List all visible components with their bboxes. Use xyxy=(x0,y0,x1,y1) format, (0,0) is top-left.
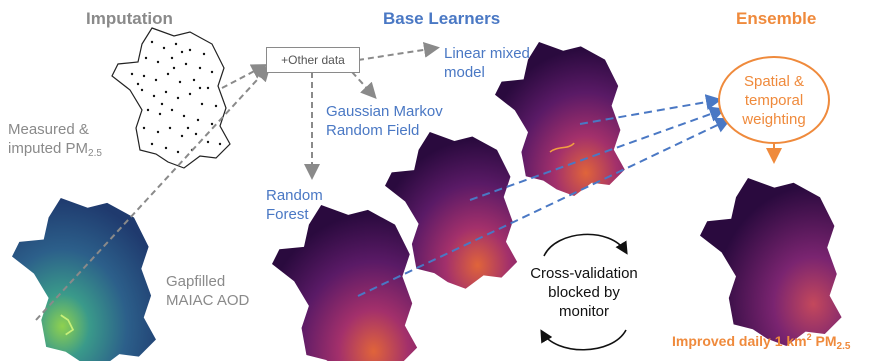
random-forest-map xyxy=(272,205,418,361)
linear-mixed-model-map xyxy=(495,42,625,196)
gapfilled-aod-label: Gapfilled MAIAC AOD xyxy=(166,273,250,309)
aod-map xyxy=(12,198,156,361)
improved-pm25-result-label: Improved daily 1 km2 PM2.5 xyxy=(672,332,851,352)
imputation-header: Imputation xyxy=(86,9,173,28)
cv-cycle-top-arrow xyxy=(543,233,628,257)
linear-to-weighting-arrow xyxy=(579,94,722,125)
cross-validation-label: Cross-validation blocked by monitor xyxy=(530,265,638,320)
other-data-to-gmrf-arrow xyxy=(351,71,377,99)
measured-pm25-label: Measured & imputed PM2.5 xyxy=(8,121,102,159)
ensemble-header: Ensemble xyxy=(736,9,817,28)
station-dot-map xyxy=(111,27,231,169)
ensemble-map xyxy=(700,178,842,346)
gmrf-label: Gaussian Markov Random Field xyxy=(326,103,443,139)
random-forest-label: Random Forest xyxy=(266,187,323,223)
linear-mixed-model-label: Linear mixed model xyxy=(444,45,530,81)
other-data-to-linear-arrow xyxy=(357,41,440,61)
rf-to-weighting-arrow xyxy=(357,117,732,297)
aod-to-other-data-arrow xyxy=(35,65,271,321)
dotmap-to-other-data-arrow xyxy=(221,64,268,89)
cv-cycle-bottom-arrow xyxy=(540,329,627,351)
other-data-box: +Other data xyxy=(266,47,360,73)
gmrf-to-weighting-arrow xyxy=(469,106,726,201)
base-learners-header: Base Learners xyxy=(383,9,501,28)
spatial-temporal-weighting-node: Spatial & temporal weighting xyxy=(718,56,830,144)
